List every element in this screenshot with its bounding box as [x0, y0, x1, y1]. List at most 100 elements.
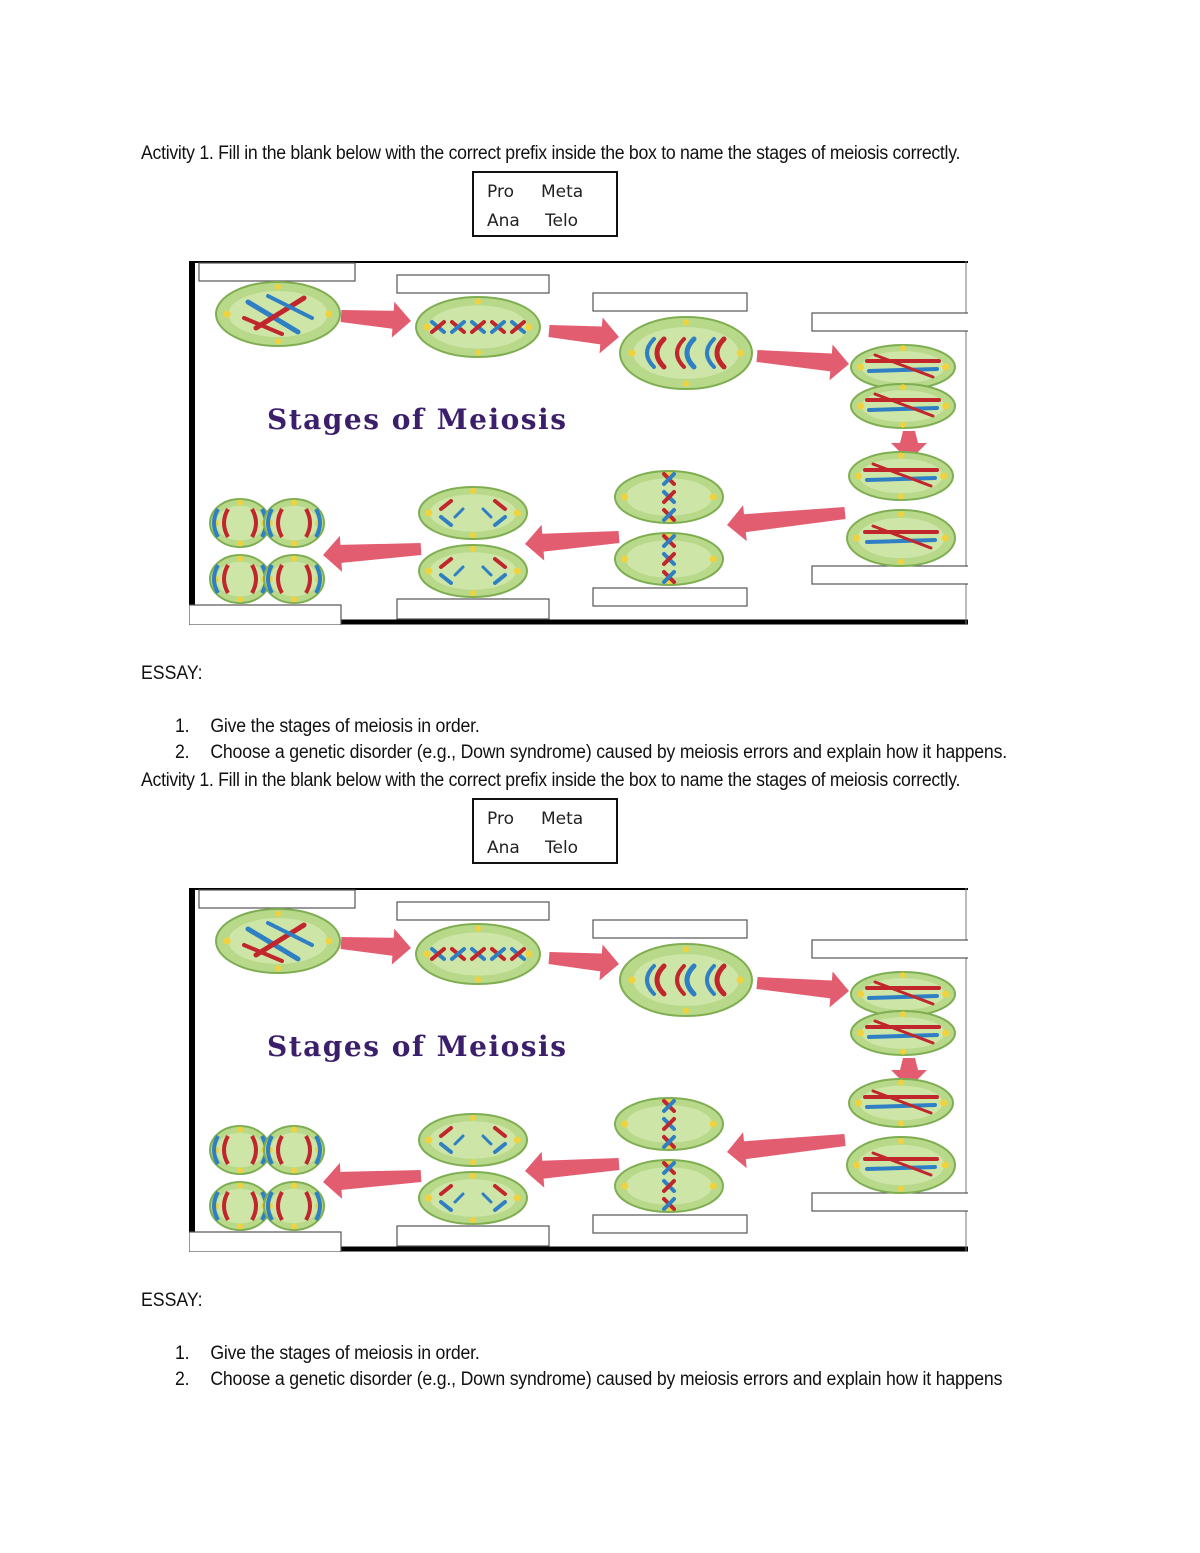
centrosome [898, 1138, 904, 1145]
arrow [548, 317, 620, 354]
prefix-telo: Telo [545, 838, 579, 858]
chromosome [212, 508, 220, 538]
essay-question-1: 1.Give the stages of meiosis in order. [175, 1343, 480, 1364]
chromosome [439, 1126, 453, 1138]
centrosome [898, 1120, 904, 1127]
centrosome [291, 596, 297, 603]
centrosome [854, 1099, 862, 1107]
prefix-telo: Telo [545, 211, 579, 231]
essay-question-1: 1.Give the stages of meiosis in order. [175, 716, 480, 737]
cell [209, 554, 271, 604]
chromosome [222, 1135, 230, 1165]
centrosome [237, 555, 243, 562]
chromosome [654, 963, 667, 997]
chromosome [430, 320, 446, 334]
chromosome [481, 1192, 493, 1204]
chromosome [654, 336, 667, 370]
chromosome [314, 1135, 322, 1165]
cell [850, 1010, 956, 1056]
diagram-title: Stages of Meiosis [267, 403, 567, 436]
centrosome [940, 1099, 948, 1107]
chromosome [662, 1197, 676, 1211]
centrosome [898, 1185, 904, 1192]
chromosome [439, 499, 453, 511]
chromosome [276, 564, 284, 594]
chromosome [453, 565, 465, 577]
centrosome [900, 421, 906, 428]
chromosome [873, 392, 935, 418]
centrosome [709, 493, 717, 501]
chromosome [304, 1191, 312, 1221]
chromosome [304, 1135, 312, 1165]
chromosome [276, 508, 284, 538]
chromosome [871, 462, 933, 488]
chromosome [481, 1134, 493, 1146]
chromosome [662, 490, 676, 504]
centrosome [853, 1161, 861, 1169]
chromosome [439, 515, 453, 527]
centrosome [275, 283, 281, 290]
cell [209, 1181, 271, 1231]
chromosome [242, 943, 284, 963]
centrosome [942, 1029, 950, 1037]
cell [418, 1113, 528, 1167]
chromosome [714, 336, 727, 370]
chromosome [662, 570, 676, 584]
chromosome [865, 1103, 937, 1109]
centrosome [223, 937, 231, 945]
centrosome [237, 499, 243, 506]
chromosome [481, 565, 493, 577]
chromosome [314, 564, 322, 594]
centrosome [900, 972, 906, 979]
chromosome [430, 947, 446, 961]
chromosome [439, 573, 453, 585]
centrosome [470, 590, 476, 597]
chromosome [865, 476, 937, 482]
centrosome [425, 1194, 433, 1202]
chromosome [662, 1179, 676, 1193]
chromosome [253, 295, 307, 331]
chromosome [675, 964, 686, 996]
diagram-content: Stages of Meiosis [189, 261, 968, 625]
centrosome [470, 532, 476, 539]
chromosome [453, 1192, 465, 1204]
cell [418, 486, 528, 540]
essay-label: ESSAY: [141, 1290, 203, 1311]
chromosome [493, 573, 507, 585]
cell [263, 498, 325, 548]
centrosome [291, 1167, 297, 1174]
centrosome [898, 493, 904, 500]
centrosome [736, 349, 744, 357]
chromosome [253, 922, 307, 958]
chromosome [212, 564, 220, 594]
centrosome [709, 1120, 717, 1128]
chromosome [662, 552, 676, 566]
answer-blank [396, 901, 550, 921]
chromosome [867, 994, 939, 1000]
answer-blank [811, 939, 968, 959]
centrosome [325, 937, 333, 945]
cell [850, 344, 956, 390]
chromosome [873, 980, 935, 1006]
chromosome [250, 508, 258, 538]
chromosome [662, 1135, 676, 1149]
chromosome [250, 1191, 258, 1221]
answer-blank [592, 919, 748, 939]
centrosome [223, 310, 231, 318]
centrosome [942, 990, 950, 998]
chromosome [439, 1142, 453, 1154]
prefix-box: Pro Meta Ana Telo [472, 171, 618, 237]
centrosome [854, 472, 862, 480]
chromosome [439, 557, 453, 569]
centrosome [513, 1136, 521, 1144]
chromosome [662, 534, 676, 548]
answer-blank [811, 312, 968, 332]
centrosome [856, 363, 864, 371]
chromosome [490, 947, 506, 961]
centrosome [900, 345, 906, 352]
arrow [322, 535, 422, 572]
chromosome [714, 963, 727, 997]
centrosome [736, 976, 744, 984]
arrow [525, 1151, 620, 1188]
cell [215, 281, 341, 347]
